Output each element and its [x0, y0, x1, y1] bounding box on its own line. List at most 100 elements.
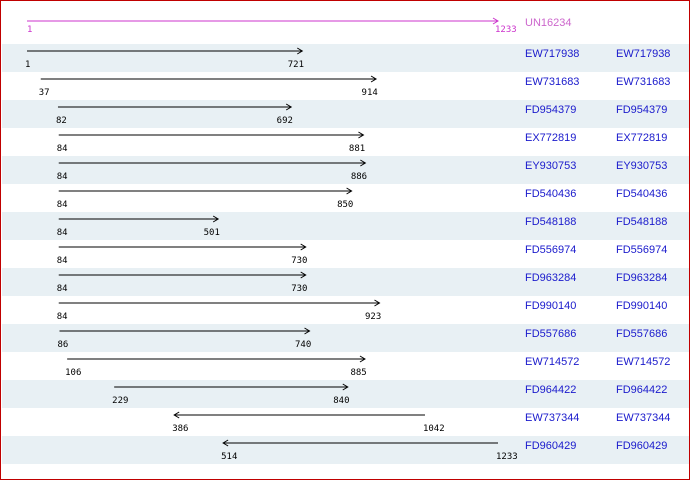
- end-position: 923: [364, 312, 382, 322]
- accession-link[interactable]: EX772819: [525, 132, 577, 144]
- end-position: 740: [295, 340, 312, 350]
- arrowhead-icon: [359, 355, 366, 363]
- arrowhead-icon: [492, 17, 499, 25]
- reference-end: 1233: [495, 25, 517, 35]
- alignment-arrow: [222, 439, 498, 447]
- start-position: 106: [65, 368, 82, 378]
- arrowhead-icon: [360, 159, 367, 167]
- accession-link-secondary[interactable]: FD557686: [616, 328, 668, 340]
- start-position: 82: [55, 116, 67, 126]
- arrowhead-icon: [304, 327, 311, 335]
- accession-link-secondary[interactable]: EX772819: [616, 132, 668, 144]
- alignment-arrow: [58, 131, 365, 139]
- arrowhead-icon: [358, 131, 365, 139]
- accession-link-secondary[interactable]: FD990140: [616, 300, 668, 312]
- accession-link[interactable]: FD963284: [525, 272, 577, 284]
- end-position: 914: [361, 88, 378, 98]
- accession-link[interactable]: FD960429: [525, 440, 577, 452]
- end-position: 730: [291, 284, 308, 294]
- start-position: 1: [25, 60, 31, 70]
- arrowhead-icon: [212, 215, 220, 223]
- accession-link[interactable]: EY930753: [525, 160, 577, 172]
- accession-link[interactable]: FD540436: [525, 188, 577, 200]
- start-position: 84: [56, 144, 68, 154]
- accession-link[interactable]: FD954379: [525, 104, 577, 116]
- alignment-arrow: [57, 103, 293, 111]
- accession-link-secondary[interactable]: FD963284: [616, 272, 668, 284]
- reference-row: 1 1233 UN16234: [2, 7, 689, 35]
- end-position: 1233: [496, 452, 518, 462]
- alignment-arrow: [59, 327, 311, 335]
- start-position: 84: [56, 256, 68, 266]
- accession-link[interactable]: FD964422: [525, 384, 577, 396]
- alignment-arrow: [58, 215, 220, 223]
- alignment-row: 84 923 FD990140 FD990140: [2, 296, 689, 324]
- alignment-row: 84 881 EX772819 EX772819: [2, 128, 689, 156]
- accession-link-secondary[interactable]: EW714572: [616, 356, 671, 368]
- accession-link-secondary[interactable]: EY930753: [616, 160, 668, 172]
- start-position: 86: [57, 340, 69, 350]
- end-position: 1042: [422, 424, 445, 434]
- arrowhead-icon: [374, 299, 381, 307]
- accession-link-secondary[interactable]: EW717938: [616, 48, 671, 60]
- alignment-arrow: [58, 187, 353, 195]
- accession-link-secondary[interactable]: FD548188: [616, 216, 668, 228]
- start-position: 229: [112, 396, 129, 406]
- accession-link-secondary[interactable]: FD960429: [616, 440, 668, 452]
- alignment-row: 37 914 EW731683 EW731683: [2, 72, 689, 100]
- alignment-row: 84 730 FD963284 FD963284: [2, 268, 689, 296]
- accession-link[interactable]: EW714572: [525, 356, 580, 368]
- end-position: 886: [350, 172, 368, 182]
- alignment-row: 84 850 FD540436 FD540436: [2, 184, 689, 212]
- accession-link[interactable]: FD556974: [525, 244, 577, 256]
- end-position: 721: [287, 60, 305, 70]
- arrowhead-icon: [342, 383, 349, 391]
- accession-link[interactable]: EW731683: [525, 76, 580, 88]
- alignment-arrow: [67, 355, 366, 363]
- end-position: 840: [333, 396, 350, 406]
- end-position: 692: [276, 116, 293, 126]
- arrowhead-icon: [370, 75, 378, 83]
- accession-link-secondary[interactable]: FD540436: [616, 188, 668, 200]
- reference-start: 1: [27, 25, 33, 35]
- alignment-row: 86 740 FD557686 FD557686: [2, 324, 689, 352]
- alignment-arrow: [173, 411, 425, 419]
- alignment-arrow: [58, 159, 367, 167]
- end-position: 881: [348, 144, 366, 154]
- alignment-arrow: [58, 271, 307, 279]
- accession-link-secondary[interactable]: EW731683: [616, 76, 671, 88]
- arrowhead-icon: [173, 411, 180, 419]
- accession-link[interactable]: FD548188: [525, 216, 577, 228]
- end-position: 730: [291, 256, 308, 266]
- accession-link[interactable]: FD557686: [525, 328, 577, 340]
- arrowhead-icon: [297, 47, 304, 55]
- start-position: 84: [56, 312, 68, 322]
- start-position: 386: [172, 424, 189, 434]
- end-position: 501: [203, 228, 220, 238]
- accession-link[interactable]: EW717938: [525, 48, 580, 60]
- accession-link-secondary[interactable]: EW737344: [616, 412, 671, 424]
- arrowhead-icon: [300, 271, 307, 279]
- arrowhead-icon: [285, 103, 293, 111]
- start-position: 84: [56, 228, 68, 238]
- accession-link[interactable]: FD990140: [525, 300, 577, 312]
- start-position: 84: [56, 284, 68, 294]
- alignment-row: 84 730 FD556974 FD556974: [2, 240, 689, 268]
- accession-link-secondary[interactable]: FD964422: [616, 384, 668, 396]
- accession-link-secondary[interactable]: FD954379: [616, 104, 668, 116]
- alignment-row: 82 692 FD954379 FD954379: [2, 100, 689, 128]
- start-position: 84: [56, 200, 68, 210]
- alignment-arrow: [58, 243, 307, 251]
- end-position: 850: [337, 200, 354, 210]
- reference-label: UN16234: [525, 17, 572, 29]
- alignment-row: 386 1042 EW737344 EW737344: [2, 408, 689, 436]
- start-position: 37: [38, 88, 50, 98]
- accession-link-secondary[interactable]: FD556974: [616, 244, 668, 256]
- alignment-row: 229 840 FD964422 FD964422: [2, 380, 689, 408]
- accession-link[interactable]: EW737344: [525, 412, 580, 424]
- alignment-arrow: [114, 383, 349, 391]
